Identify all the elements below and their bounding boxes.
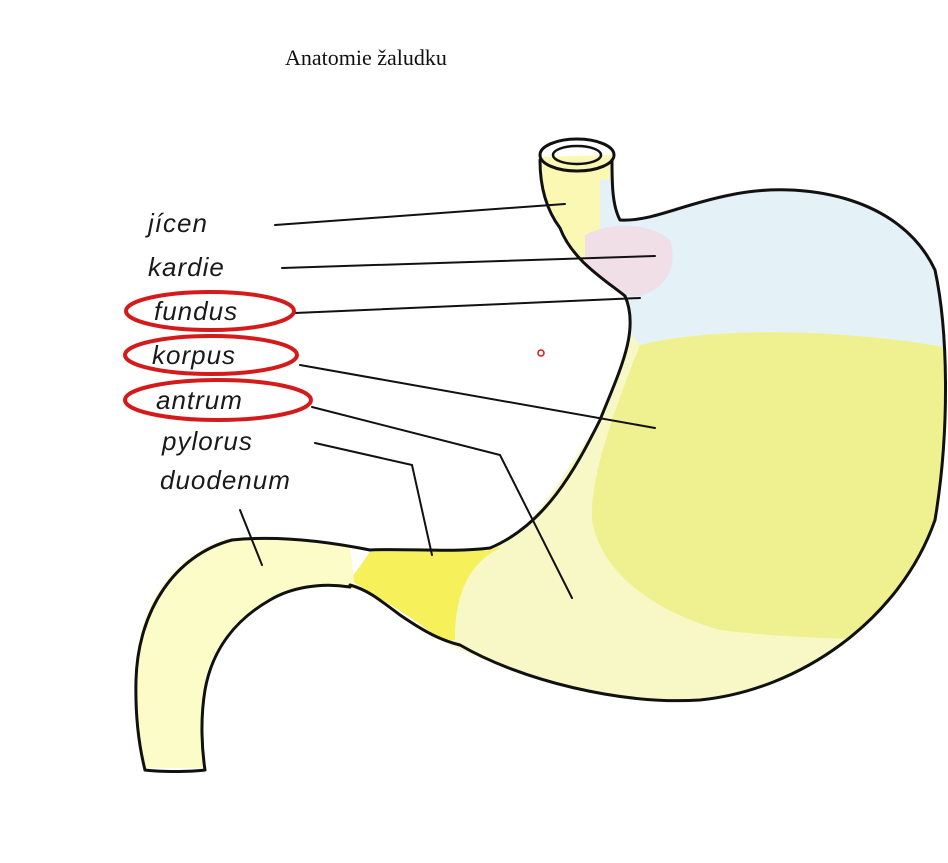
stomach-regions xyxy=(300,100,948,740)
label-kardie: kardie xyxy=(148,252,225,282)
label-fundus: fundus xyxy=(154,296,238,326)
label-antrum: antrum xyxy=(156,385,243,415)
diagram-title: Anatomie žaludku xyxy=(285,45,447,70)
red-dot-marker xyxy=(538,350,544,356)
labels: jícen kardie fundus korpus antrum pyloru… xyxy=(145,208,291,495)
label-duodenum: duodenum xyxy=(160,465,291,495)
leader-line-pylorus xyxy=(315,443,432,555)
cardia-region xyxy=(585,226,673,296)
leader-line-fundus xyxy=(295,298,640,313)
duodenum-end xyxy=(145,770,205,772)
duodenum-region xyxy=(135,537,355,768)
leader-line-jicen xyxy=(275,204,565,225)
label-pylorus: pylorus xyxy=(161,426,253,456)
label-jicen: jícen xyxy=(145,208,208,238)
label-korpus: korpus xyxy=(152,340,236,370)
